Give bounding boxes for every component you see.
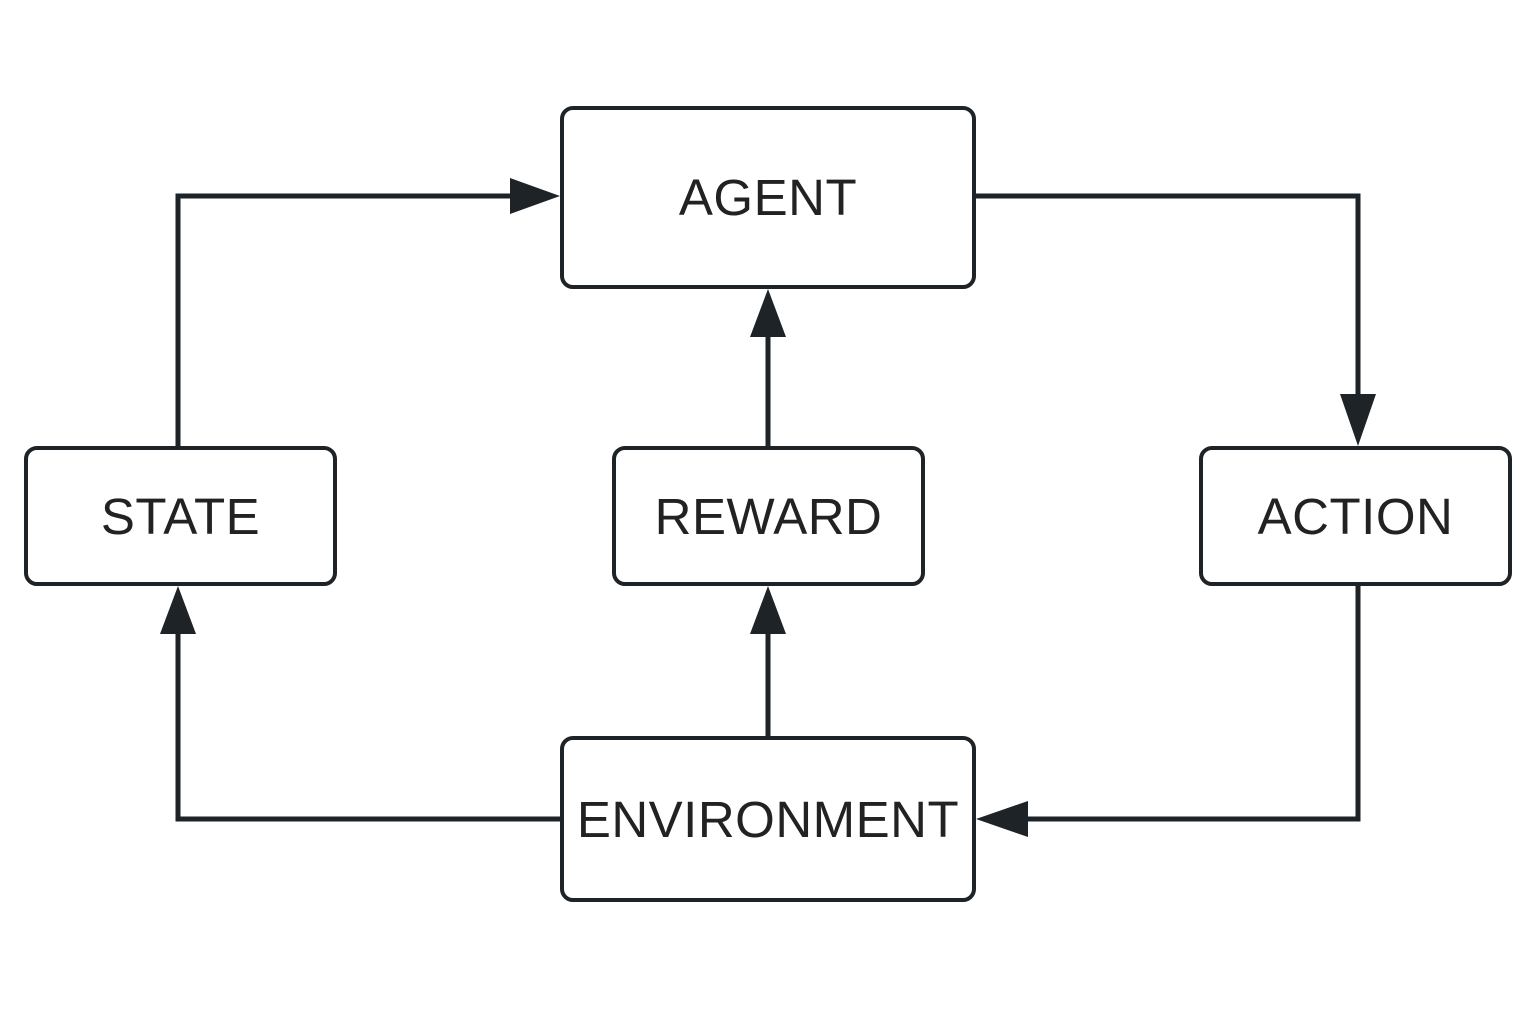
reward-node: REWARD <box>612 446 925 586</box>
edge-action-to-environment <box>1026 586 1361 822</box>
arrowhead-into-environment <box>976 801 1028 837</box>
edge-state-to-agent <box>175 193 512 446</box>
agent-node: AGENT <box>560 106 976 289</box>
arrowhead-into-reward <box>750 586 786 634</box>
action-node: ACTION <box>1199 446 1512 586</box>
edge-agent-to-action <box>976 193 1361 396</box>
environment-label: ENVIRONMENT <box>576 790 960 848</box>
arrowhead-into-action <box>1340 394 1376 446</box>
action-label: ACTION <box>1257 487 1454 545</box>
arrowhead-into-agent-from-reward <box>750 289 786 337</box>
environment-node: ENVIRONMENT <box>560 736 976 902</box>
reward-label: REWARD <box>654 487 883 545</box>
state-node: STATE <box>24 446 337 586</box>
arrowhead-into-state <box>160 586 196 634</box>
edge-environment-to-state <box>175 632 560 822</box>
agent-label: AGENT <box>678 169 858 226</box>
arrowhead-into-agent-from-state <box>510 178 560 214</box>
state-label: STATE <box>100 487 261 545</box>
